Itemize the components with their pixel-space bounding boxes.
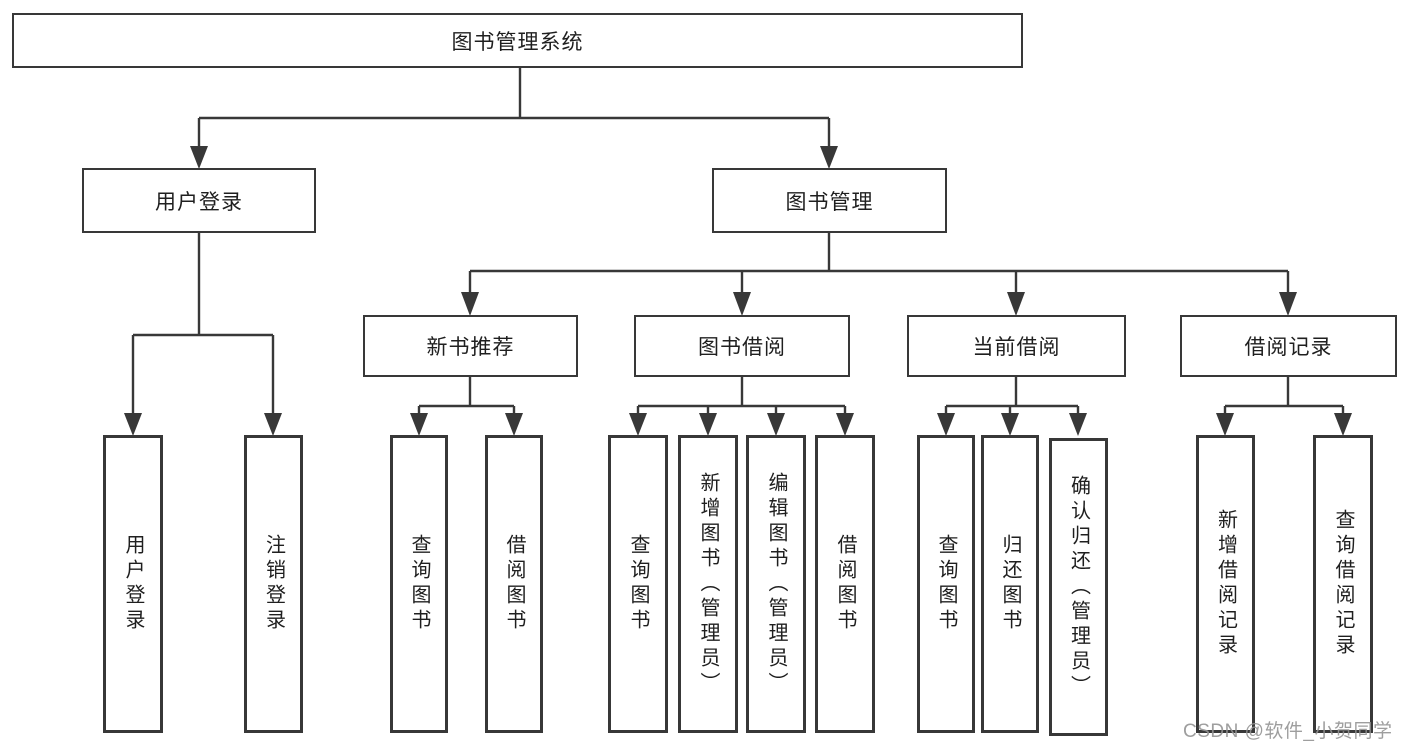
connector-user-login-branch [124,231,282,436]
leaf-bb-edit-books: 编辑图书（管理员） [746,435,806,733]
node-borrowing-records: 借阅记录 [1180,315,1397,377]
node-book-borrowing-label: 图书借阅 [698,336,786,359]
leaf-cb-confirm-return-label: 确认归还（管理员） [1067,474,1090,700]
connector-root-to-level2 [190,66,838,169]
leaf-nbr-query-books-label: 查询图书 [408,534,430,634]
leaf-nbr-borrow-books-label: 借阅图书 [503,534,525,634]
leaf-bb-edit-books-label: 编辑图书（管理员） [765,471,787,697]
node-user-login: 用户登录 [82,168,316,233]
node-new-book-recommendation: 新书推荐 [363,315,578,377]
leaf-cb-confirm-return: 确认归还（管理员） [1049,438,1108,736]
leaf-bb-add-books-label: 新增图书（管理员） [697,471,719,697]
node-book-management: 图书管理 [712,168,947,233]
leaf-bb-query-books: 查询图书 [608,435,668,733]
leaf-cb-return-books-label: 归还图书 [999,534,1021,634]
leaf-br-add-record-label: 新增借阅记录 [1214,509,1237,659]
connector-borrowing-records-branch [1216,375,1352,436]
leaf-br-query-record-label: 查询借阅记录 [1332,509,1354,659]
node-user-login-label: 用户登录 [155,190,243,214]
leaf-user-login-label: 用户登录 [122,534,144,634]
leaf-logout: 注销登录 [244,435,303,733]
node-current-borrowing-label: 当前借阅 [972,336,1061,359]
node-root: 图书管理系统 [12,13,1023,68]
leaf-bb-borrow-books: 借阅图书 [815,435,875,733]
leaf-bb-add-books: 新增图书（管理员） [678,435,738,733]
node-current-borrowing: 当前借阅 [907,315,1126,377]
watermark: CSDN @软件_小贺同学 [1183,721,1393,742]
connector-new-book-branch [410,375,523,436]
leaf-cb-query-books: 查询图书 [917,435,975,733]
connector-book-borrowing-branch [629,375,854,436]
leaf-bb-borrow-books-label: 借阅图书 [834,534,856,634]
leaf-cb-return-books: 归还图书 [981,435,1039,733]
node-root-label: 图书管理系统 [451,30,584,54]
leaf-user-login: 用户登录 [103,435,163,733]
leaf-br-add-record: 新增借阅记录 [1196,435,1255,733]
connector-book-management-to-level3 [461,231,1297,316]
node-book-management-label: 图书管理 [785,190,874,214]
connector-current-borrowing-branch [937,375,1087,436]
leaf-cb-query-books-label: 查询图书 [935,534,957,634]
leaf-nbr-borrow-books: 借阅图书 [485,435,543,733]
node-book-borrowing: 图书借阅 [634,315,850,377]
node-borrowing-records-label: 借阅记录 [1244,336,1333,359]
leaf-br-query-record: 查询借阅记录 [1313,435,1373,733]
leaf-nbr-query-books: 查询图书 [390,435,448,733]
leaf-bb-query-books-label: 查询图书 [627,534,649,634]
node-new-book-recommendation-label: 新书推荐 [426,336,515,359]
leaf-logout-label: 注销登录 [262,534,285,634]
